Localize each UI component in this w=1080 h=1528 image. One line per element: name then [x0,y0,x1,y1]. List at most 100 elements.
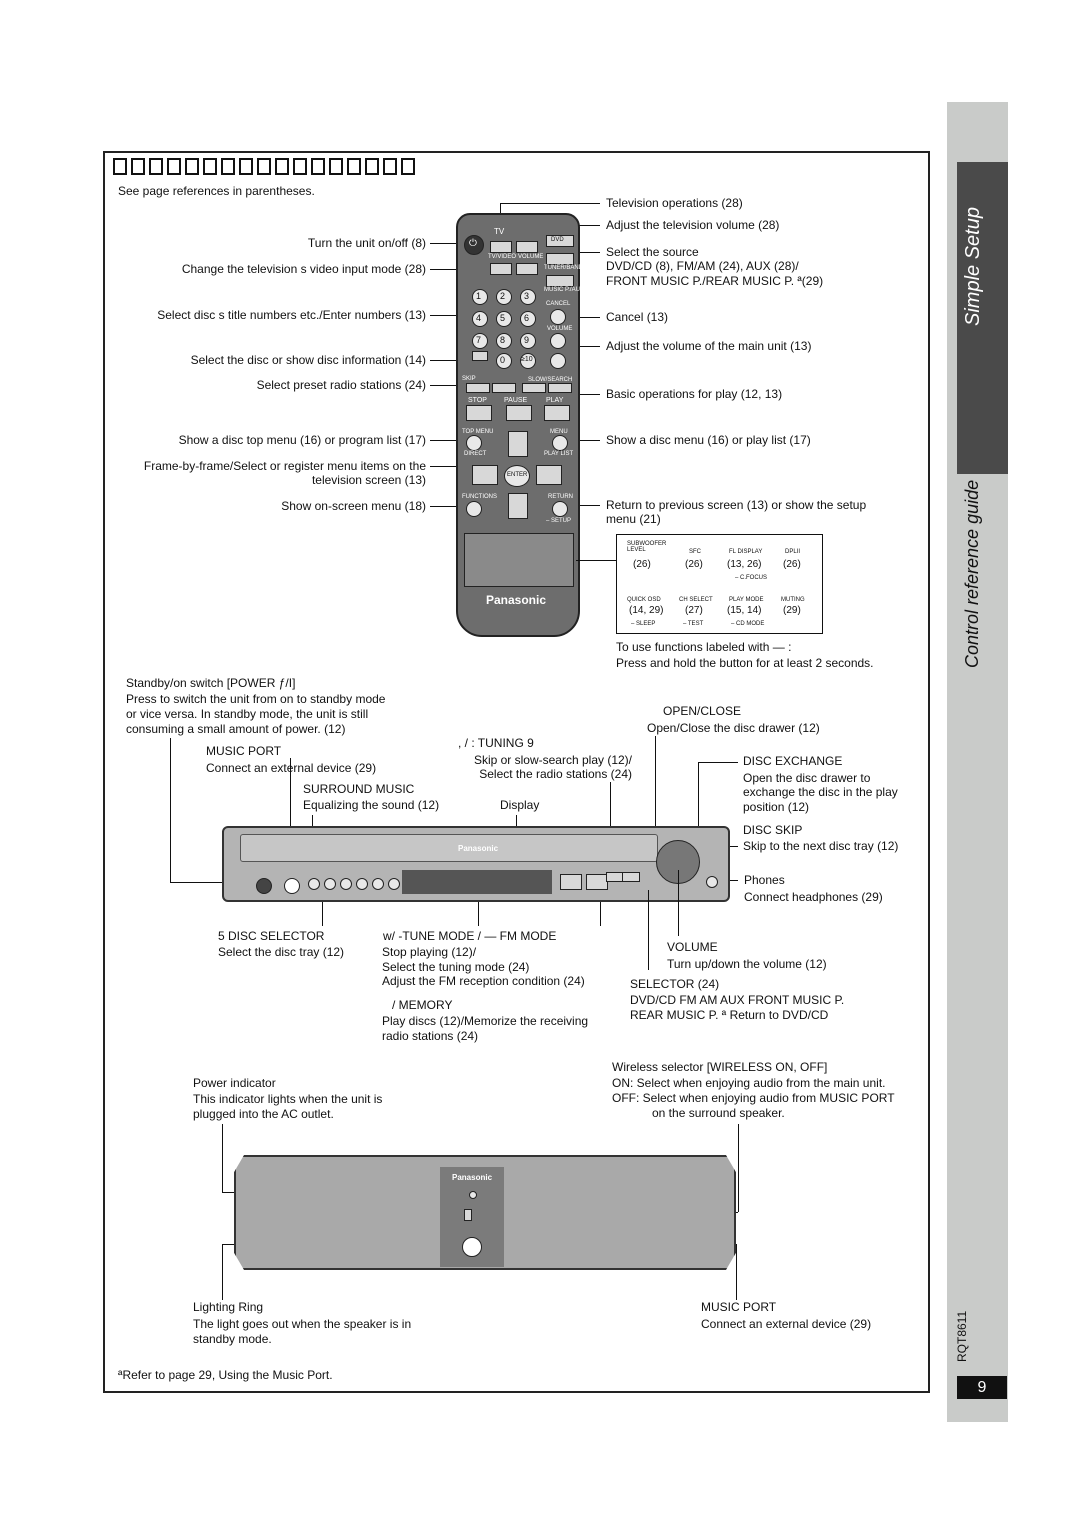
unit-play-button[interactable] [586,874,608,890]
zoom-quick-osd: QUICK OSD [627,597,661,603]
unit-disc4-button[interactable] [372,878,384,890]
num-8-label: 8 [500,335,506,345]
remote-left-button[interactable] [472,465,498,485]
remote-tuner-band-button[interactable] [546,253,574,265]
remote-num-6[interactable]: 6 [520,311,536,327]
remote-num-3[interactable]: 3 [520,289,536,305]
unit-stop-button[interactable] [560,874,582,890]
zoom-sleep: – SLEEP [631,621,656,627]
remote-skip-back-button[interactable] [466,383,490,393]
unit-music-port[interactable] [284,878,300,894]
num-2-label: 2 [500,291,506,301]
remote-top-menu-button[interactable] [466,435,482,451]
remote-num-1[interactable]: 1 [472,289,488,305]
tuner-band-label: TUNER/BAND [544,265,584,271]
function-buttons-detail: SUBWOOFER LEVEL SFC FL DISPLAY DPLII (26… [616,534,823,634]
zoom-subwoofer: SUBWOOFER LEVEL [627,541,667,553]
stop-desc-1: Stop playing (12)/ [382,945,477,959]
unit-surround-button[interactable] [308,878,320,890]
remote-tv-vol-up-button[interactable] [516,241,538,253]
num-7-label: 7 [476,335,482,345]
disc-exchange-desc-1: Open the disc drawer to [743,771,871,785]
disc-selector-title: 5 DISC SELECTOR [218,929,325,943]
volume-desc: Turn up/down the volume (12) [667,957,827,971]
standby-desc-3: consuming a small amount of power. (12) [126,722,346,736]
wireless-on: ON: Select when enjoying audio from the … [612,1076,886,1090]
remote-num-7[interactable]: 7 [472,333,488,349]
stop-desc-2: Select the tuning mode (24) [382,960,530,974]
unit-disc5-button[interactable] [388,878,400,890]
sidebar-section-tab [957,162,1008,474]
zoom-cfocus: – C.FOCUS [735,575,768,581]
disc-exchange-desc-2: exchange the disc in the play [743,785,898,799]
zoom-test: – TEST [683,621,704,627]
remote-vol-down-button[interactable] [550,353,566,369]
label-source-3: FRONT MUSIC P./REAR MUSIC P. ª(29) [606,274,824,288]
disc-selector-desc: Select the disc tray (12) [218,945,345,959]
remote-pause-button[interactable] [506,405,532,421]
unit-power-button[interactable] [256,878,272,894]
remote-num-4[interactable]: 4 [472,311,488,327]
remote-disc-button[interactable] [472,351,488,361]
disc-skip-desc: Skip to the next disc tray (12) [743,839,899,853]
zoom-cd-mode: – CD MODE [731,621,765,627]
dvd-label: DVD [551,237,564,243]
unit-disc2-button[interactable] [340,878,352,890]
wireless-off-2: on the surround speaker. [652,1106,785,1120]
remote-functions-button[interactable] [466,501,482,517]
num-10-label: ≥10 [521,356,533,363]
remote-music-aux-button[interactable] [546,275,574,287]
tuning-desc-2: Select the radio stations (24) [479,767,632,781]
memory-desc-1: Play discs (12)/Memorize the receiving [382,1014,589,1028]
zoom-play-mode: PLAY MODE [729,597,764,603]
num-9-label: 9 [524,335,530,345]
remote-vol-up-button[interactable] [550,333,566,349]
remote-search-back-button[interactable] [522,383,546,393]
unit-phones-jack[interactable] [706,876,718,888]
skip-label: SKIP [462,376,476,382]
unit-display-window [402,870,552,894]
speaker-music-port[interactable] [462,1237,482,1257]
footnote: ªRefer to page 29, Using the Music Port. [118,1368,333,1382]
remote-dvd-button[interactable] [546,235,574,247]
zoom-val-3: (13, 26) [727,559,762,570]
remote-down-button[interactable] [508,493,528,519]
selector-title: SELECTOR (24) [630,977,720,991]
remote-tv-vol-down-button[interactable] [516,263,538,275]
remote-num-8[interactable]: 8 [496,333,512,349]
label-tv-volume: Adjust the television volume (28) [606,218,780,232]
unit-disc3-button[interactable] [356,878,368,890]
direct-label: DIRECT [464,451,487,457]
remote-num-10[interactable]: ≥10 [520,353,536,369]
zoom-val-1: (26) [633,559,651,570]
remote-return-button[interactable] [552,501,568,517]
remote-num-0[interactable]: 0 [496,353,512,369]
speaker-music-port-desc: Connect an external device (29) [701,1317,872,1331]
pause-label: PAUSE [504,397,528,404]
remote-num-9[interactable]: 9 [520,333,536,349]
speaker-wireless-switch[interactable] [464,1209,472,1221]
remote-num-2[interactable]: 2 [496,289,512,305]
remote-function-button-grid[interactable] [464,533,574,587]
remote-right-button[interactable] [536,465,562,485]
remote-power-button[interactable]: ⏻ [464,235,484,255]
remote-tv-power-button[interactable] [490,241,512,253]
selector-desc-2: REAR MUSIC P. ª Return to DVD/CD [630,1008,829,1022]
zoom-bval-2: (27) [685,605,703,616]
remote-stop-button[interactable] [466,405,492,421]
remote-tv-video-button[interactable] [490,263,512,275]
surround-desc: Equalizing the sound (12) [303,798,440,812]
unit-skip-fwd-button[interactable] [622,872,640,882]
tuning-title: , / : TUNING 9 [458,736,534,750]
remote-control: TV ⏻ TV/VIDEO VOLUME DVD TUNER/BAND MUSI… [456,213,584,637]
unit-disc1-button[interactable] [324,878,336,890]
label-disc-menu: Show a disc menu (16) or play list (17) [606,433,811,447]
remote-up-button[interactable] [508,431,528,457]
remote-num-5[interactable]: 5 [496,311,512,327]
remote-menu-button[interactable] [552,435,568,451]
remote-enter-button[interactable] [504,465,530,487]
remote-skip-fwd-button[interactable] [492,383,516,393]
remote-search-fwd-button[interactable] [548,383,572,393]
remote-cancel-button[interactable] [550,309,566,325]
remote-play-button[interactable] [544,405,570,421]
